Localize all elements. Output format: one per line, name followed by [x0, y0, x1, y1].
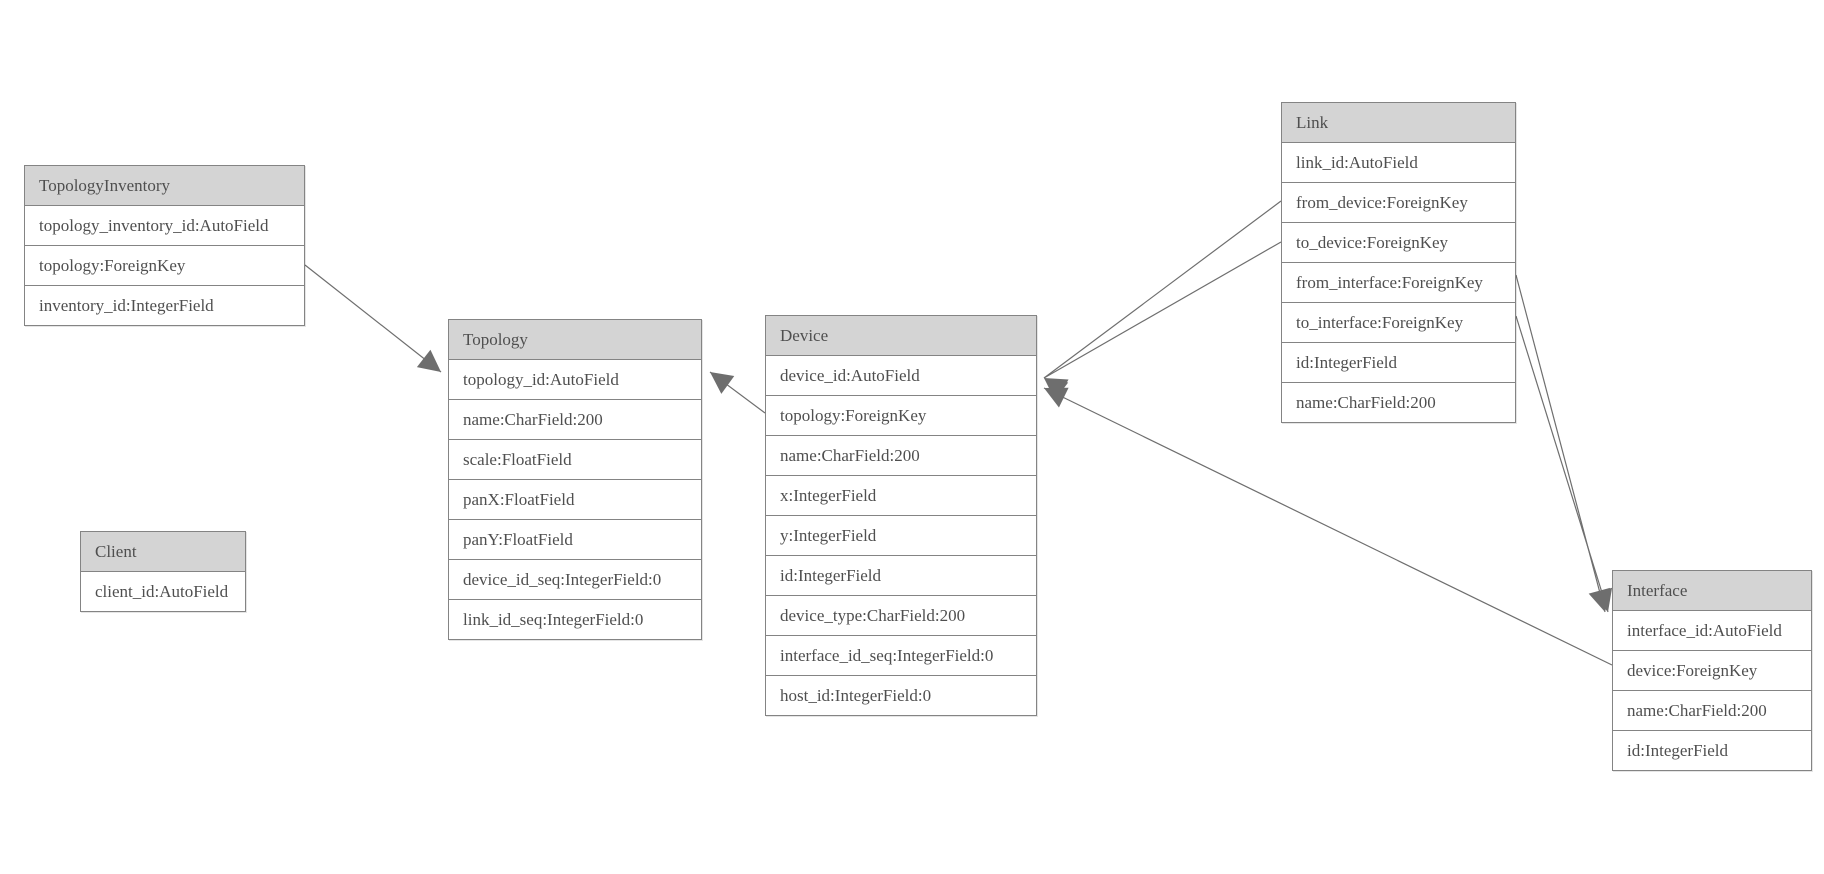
field-row[interactable]: device_id:AutoField	[766, 356, 1036, 396]
relationship-line-link-to_interface	[1515, 315, 1609, 613]
entity-title-client: Client	[81, 532, 245, 572]
relationship-arrowhead-device-topology	[710, 372, 735, 394]
entity-title-device: Device	[766, 316, 1036, 356]
field-row[interactable]: y:IntegerField	[766, 516, 1036, 556]
entity-title-link: Link	[1282, 103, 1515, 143]
entity-title-topology_inventory: TopologyInventory	[25, 166, 304, 206]
field-row[interactable]: id:IntegerField	[766, 556, 1036, 596]
field-row[interactable]: from_interface:ForeignKey	[1282, 263, 1515, 303]
field-row[interactable]: id:IntegerField	[1282, 343, 1515, 383]
entity-fields-client: client_id:AutoField	[81, 572, 245, 611]
relationship-line-link-from_interface	[1515, 274, 1606, 613]
field-row[interactable]: link_id_seq:IntegerField:0	[449, 600, 701, 639]
field-row[interactable]: inventory_id:IntegerField	[25, 286, 304, 325]
relationship-line-device-topology	[709, 371, 766, 414]
entity-title-topology: Topology	[449, 320, 701, 360]
field-row[interactable]: device_type:CharField:200	[766, 596, 1036, 636]
field-row[interactable]: topology_id:AutoField	[449, 360, 701, 400]
field-row[interactable]: topology_inventory_id:AutoField	[25, 206, 304, 246]
relationship-line-ti-topology	[304, 264, 442, 373]
field-row[interactable]: interface_id:AutoField	[1613, 611, 1811, 651]
relationship-line-link-to_device	[1043, 241, 1282, 379]
field-row[interactable]: id:IntegerField	[1613, 731, 1811, 770]
relationship-arrowhead-link-to_device	[1044, 378, 1069, 399]
field-row[interactable]: name:CharField:200	[449, 400, 701, 440]
field-row[interactable]: name:CharField:200	[1282, 383, 1515, 422]
field-row[interactable]: device_id_seq:IntegerField:0	[449, 560, 701, 600]
field-row[interactable]: to_interface:ForeignKey	[1282, 303, 1515, 343]
field-row[interactable]: host_id:IntegerField:0	[766, 676, 1036, 715]
relationship-arrowhead-ti-topology	[416, 349, 441, 372]
field-row[interactable]: device:ForeignKey	[1613, 651, 1811, 691]
field-row[interactable]: from_device:ForeignKey	[1282, 183, 1515, 223]
field-row[interactable]: panX:FloatField	[449, 480, 701, 520]
field-row[interactable]: name:CharField:200	[1613, 691, 1811, 731]
field-row[interactable]: to_device:ForeignKey	[1282, 223, 1515, 263]
field-row[interactable]: panY:FloatField	[449, 520, 701, 560]
relationship-arrowhead-interface-device	[1044, 387, 1069, 408]
field-row[interactable]: topology:ForeignKey	[25, 246, 304, 286]
field-row[interactable]: name:CharField:200	[766, 436, 1036, 476]
relationship-line-interface-device	[1043, 387, 1613, 666]
field-row[interactable]: interface_id_seq:IntegerField:0	[766, 636, 1036, 676]
field-row[interactable]: scale:FloatField	[449, 440, 701, 480]
field-row[interactable]: link_id:AutoField	[1282, 143, 1515, 183]
entity-title-interface: Interface	[1613, 571, 1811, 611]
field-row[interactable]: client_id:AutoField	[81, 572, 245, 611]
relationship-line-link-from_device	[1043, 200, 1282, 379]
field-row[interactable]: x:IntegerField	[766, 476, 1036, 516]
relationship-arrowhead-link-from_device	[1044, 378, 1069, 401]
field-row[interactable]: topology:ForeignKey	[766, 396, 1036, 436]
